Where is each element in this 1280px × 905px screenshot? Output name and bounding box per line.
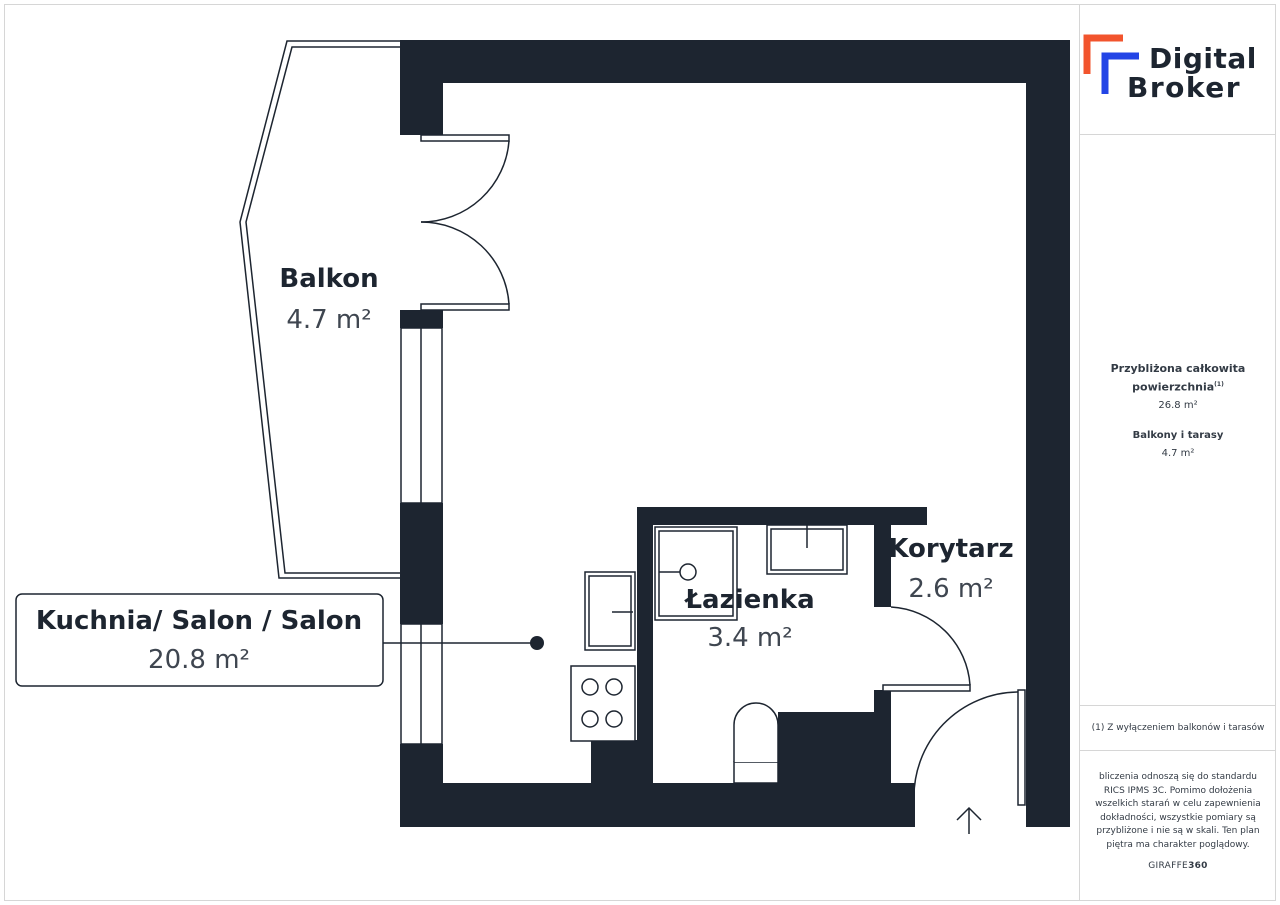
kitchen-label-box: [15, 593, 384, 687]
room-area-lazienka: 3.4 m²: [707, 623, 792, 653]
sidebar-divider: [1080, 705, 1276, 706]
room-name-lazienka: Łazienka: [683, 585, 814, 615]
footnote-text: (1) Z wyłączeniem balkonów i tarasów: [1091, 723, 1265, 733]
digital-broker-logo: Digital Broker: [1079, 20, 1275, 120]
room-name-balkon: Balkon: [279, 264, 378, 294]
entrance-arrow-icon: [956, 806, 982, 834]
kitchen-sink: [584, 571, 636, 651]
doors: [420, 134, 1026, 806]
room-name-korytarz: Korytarz: [888, 534, 1013, 564]
sidebar-divider: [1080, 134, 1276, 135]
balcony-outline: [239, 40, 400, 579]
total-area-value: 26.8 m²: [1158, 400, 1198, 411]
room-area-korytarz: 2.6 m²: [908, 574, 993, 604]
kitchen-pointer-dot: [530, 636, 544, 650]
floor-plan: Balkon 4.7 m² Kuchnia/ Salon / Salon 20.…: [15, 40, 1070, 834]
room-area-balkon: 4.7 m²: [286, 305, 371, 335]
shower: [654, 526, 738, 621]
sidebar-divider: [1080, 750, 1276, 751]
giraffe360-credit: GIRAFFE360: [1148, 861, 1208, 871]
info-sidebar: Przybliżona całkowita powierzchnia(1) 26…: [1079, 5, 1276, 900]
stove: [570, 665, 636, 742]
toilet: [733, 702, 779, 784]
total-area-label: Przybliżona całkowita powierzchnia(1): [1110, 362, 1246, 394]
disclaimer-text: bliczenia odnoszą się do standardu RICS …: [1095, 772, 1261, 850]
bathroom-sink: [766, 524, 848, 575]
walls: [400, 40, 1070, 827]
windows: [400, 327, 443, 745]
balcony-area-value: 4.7 m²: [1161, 448, 1195, 459]
logo-word-broker: Broker: [1127, 71, 1242, 104]
room-area-kuchnia: 20.8 m²: [148, 645, 250, 675]
logo-word-digital: Digital: [1149, 42, 1257, 75]
page-frame: [4, 4, 1276, 901]
logo-mark-icon: [1083, 34, 1139, 94]
room-name-kuchnia: Kuchnia/ Salon / Salon: [36, 606, 362, 636]
balcony-area-label: Balkony i tarasy: [1132, 430, 1224, 441]
